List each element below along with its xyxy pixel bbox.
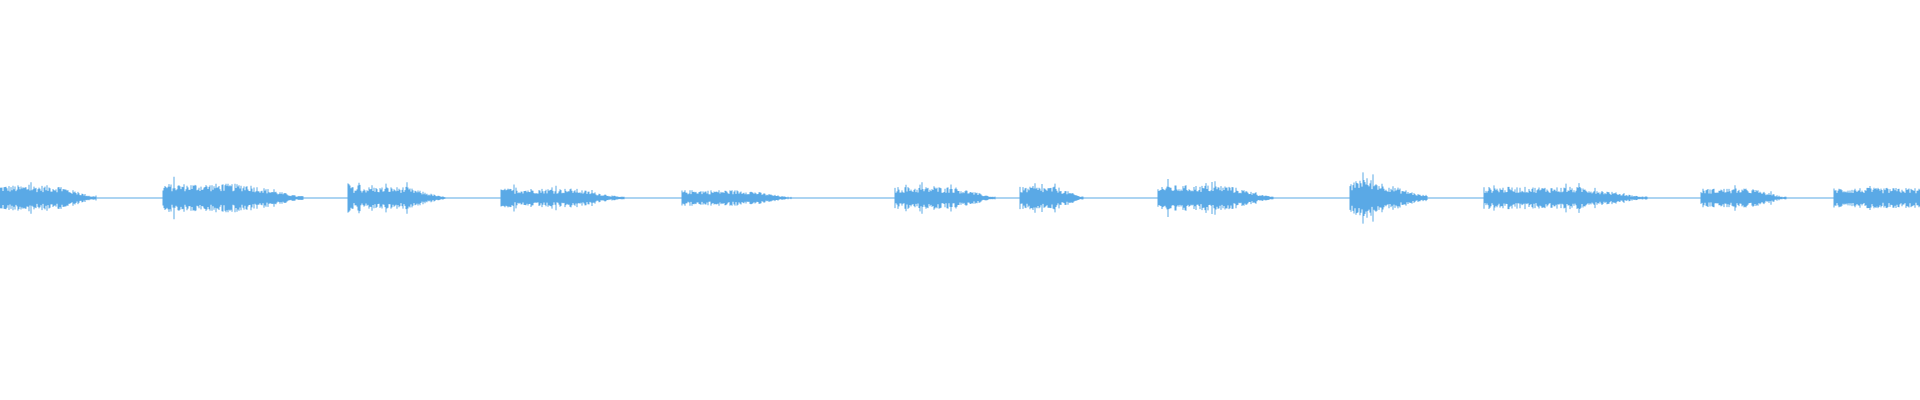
waveform-segment-11 (1700, 185, 1787, 211)
waveform-segments (0, 172, 1920, 224)
waveform-segment-3 (347, 182, 446, 214)
waveform-segment-6 (894, 182, 996, 214)
waveform-segment-2 (162, 176, 304, 220)
waveform-segment-10 (1483, 183, 1648, 213)
waveform-segment-5 (681, 190, 792, 206)
waveform-segment-7 (1019, 183, 1084, 213)
waveform-segment-4 (500, 184, 625, 212)
waveform-segment-9 (1349, 172, 1428, 224)
waveform-segment-8 (1157, 179, 1274, 217)
waveform-segment-1 (0, 182, 97, 214)
waveform-segment-12 (1833, 186, 1920, 210)
